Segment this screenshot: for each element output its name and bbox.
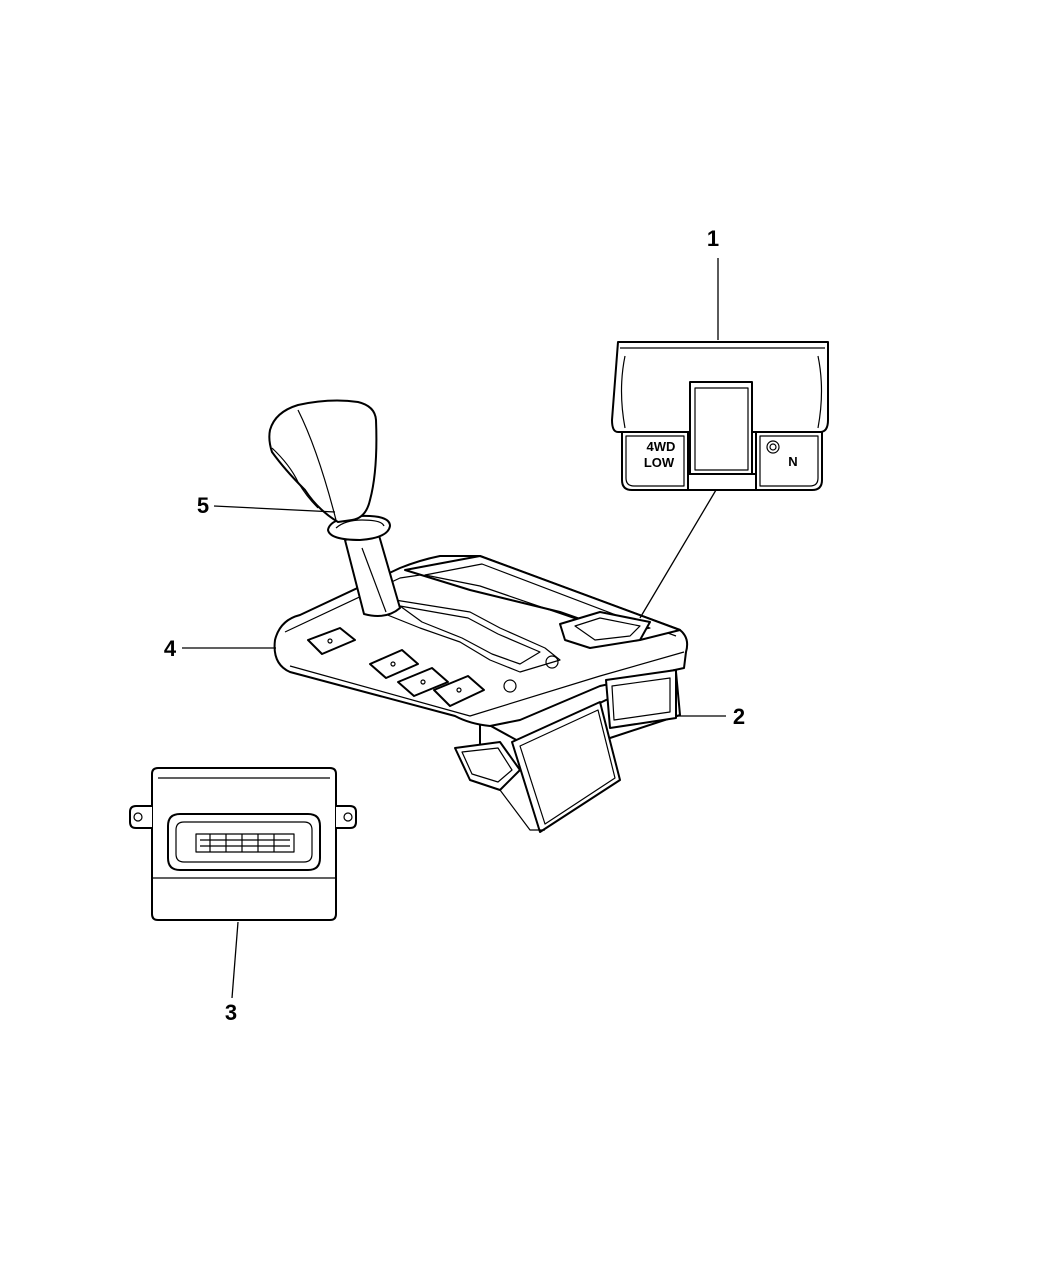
switch-button-neutral-inner <box>759 435 819 487</box>
wiring-bracket-part-2 <box>454 701 621 833</box>
switch-button-4wd-low-inner <box>625 435 685 487</box>
shift-gate-inner <box>399 605 541 665</box>
shift-knob-front-contour <box>297 409 337 521</box>
gear-button-r-mark <box>390 661 396 667</box>
shifter-bezel-part-4 <box>273 555 689 771</box>
bracket-plate <box>511 701 621 833</box>
callout-3: 3 <box>225 1000 237 1025</box>
shift-lever-part-5 <box>268 399 401 617</box>
leader-line-3 <box>231 921 239 999</box>
neutral-indicator-icon <box>766 440 780 454</box>
switch-panel-part-1: 4WD LOW N <box>611 341 829 491</box>
module-right-mount-hole-icon <box>343 812 353 822</box>
bracket-plate-inner <box>519 709 616 825</box>
bracket-lower-arm <box>499 789 545 831</box>
shift-boot-ring-inner <box>335 519 385 529</box>
bezel-front-lip <box>289 651 685 717</box>
bezel-switch-mount <box>559 611 651 649</box>
switch-button-neutral <box>755 431 823 491</box>
shift-lever-shaft-highlight <box>361 547 387 613</box>
module-right-mount-tab <box>336 805 357 829</box>
switch-panel-center-tab-inner <box>694 387 749 471</box>
gear-button-n <box>397 667 449 697</box>
switch-panel-center-tab <box>689 381 753 475</box>
callout-4: 4 <box>164 636 177 661</box>
switch-button-low-label: LOW <box>644 455 675 470</box>
neutral-indicator-inner-icon <box>769 443 777 451</box>
module-connector-outer <box>167 813 321 871</box>
module-left-mount-tab <box>129 805 152 829</box>
module-connector-pin-grid <box>200 834 290 852</box>
gear-button-n-mark <box>420 679 426 685</box>
control-module-part-3 <box>129 767 357 921</box>
shift-knob-side-contour <box>271 447 319 509</box>
module-left-mount-hole-icon <box>133 812 143 822</box>
bezel-indicator-icon <box>545 655 559 669</box>
bracket-connector-inner <box>461 747 513 783</box>
module-connector-pins <box>195 833 295 853</box>
switch-panel-right-curve <box>817 355 823 429</box>
switch-panel-left-curve <box>620 355 626 429</box>
gear-button-r <box>369 649 419 679</box>
switch-button-n-label: N <box>788 454 797 469</box>
gear-button-p-mark <box>327 638 333 644</box>
switch-button-4wd-low <box>621 431 689 491</box>
bezel-side-connector-inner <box>611 677 671 721</box>
leader-line-1b <box>639 489 717 619</box>
bracket-connector <box>454 741 521 791</box>
callout-5: 5 <box>197 493 209 518</box>
leader-line-5 <box>213 505 336 513</box>
callout-1: 1 <box>707 226 719 251</box>
shift-knob <box>268 399 378 523</box>
gear-button-d-mark <box>456 687 462 693</box>
callout-2: 2 <box>733 704 745 729</box>
switch-button-4wd-label: 4WD <box>647 439 676 454</box>
gear-button-d <box>433 675 485 707</box>
shift-gate-slot <box>379 599 561 673</box>
shift-lever-shaft <box>344 531 401 617</box>
bezel-switch-mount-inner <box>574 617 641 641</box>
bezel-indicator-icon-2 <box>503 679 517 693</box>
switch-panel-center-base <box>687 473 757 491</box>
module-connector-inner <box>175 821 313 863</box>
